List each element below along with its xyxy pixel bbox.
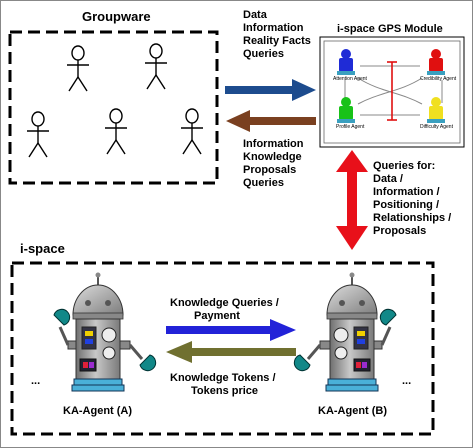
flow-label: Queries [243,48,284,60]
flow-label: Tokens price [191,385,258,397]
robot-b-label: KA-Agent (B) [318,405,387,417]
groupware-title: Groupware [82,9,151,24]
flow-label: Queries for: [373,160,435,172]
arrow-vertical [336,150,368,250]
person-icon [145,43,167,90]
flow-label: Proposals [373,225,426,237]
mini-robot-yellow-icon [427,97,445,123]
gps-title: i-space GPS Module [337,23,443,35]
kq-labels: Knowledge Queries / Payment [170,297,279,322]
flow-label: Information [243,22,304,34]
flow-label: Information [243,138,304,150]
flow-label: Queries [243,177,284,189]
gps-agent-label: Attention Agent [333,76,368,82]
ispace-title: i-space [20,241,65,256]
flow-label: Data / [373,173,403,185]
arrow-to-gps [225,79,316,101]
flow-label: Knowledge Queries / [170,297,279,309]
gps-agent-label: Difficulty Agent [420,124,454,130]
ispace-box [10,261,435,436]
arrow-knowledge-tokens [166,341,296,363]
flow-label: Positioning / [373,199,439,211]
gps-agent-label: Profile Agent [336,124,365,130]
person-icon [67,45,89,92]
robot-a-label: KA-Agent (A) [63,405,132,417]
flow-label: Knowledge Tokens / [170,372,276,384]
groupware-box [8,30,219,185]
flow-label: Reality Facts [243,35,311,47]
robot-a-ellipsis: ... [31,375,40,387]
flow-label: Relationships / [373,212,451,224]
person-icon [181,108,203,155]
robot-b-icon [293,272,397,392]
flow-label: Proposals [243,164,296,176]
mini-robot-green-icon [337,97,355,123]
gps-agent-label: Credibility Agent [420,76,457,82]
arrow-from-gps [226,110,316,132]
to-gps-labels: Data Information Reality Facts Queries [243,9,311,60]
mini-robot-red-icon [427,49,445,75]
arrow-knowledge-queries [166,319,296,341]
queries-for-labels: Queries for: Data / Information / Positi… [373,160,451,237]
person-icon [105,108,127,155]
flow-label: Information / [373,186,440,198]
person-icon [27,111,49,158]
robot-b-ellipsis: ... [402,375,411,387]
from-gps-labels: Information Knowledge Proposals Queries [243,138,304,189]
flow-label: Knowledge [243,151,302,163]
flow-label: Data [243,9,268,21]
robot-a-icon [53,272,157,392]
flow-label: Payment [194,310,240,322]
mini-robot-blue-icon [337,49,355,75]
gps-module: Attention Agent Credibility Agent Profil… [319,36,465,148]
kt-labels: Knowledge Tokens / Tokens price [170,372,276,397]
stick-figures [27,43,203,158]
